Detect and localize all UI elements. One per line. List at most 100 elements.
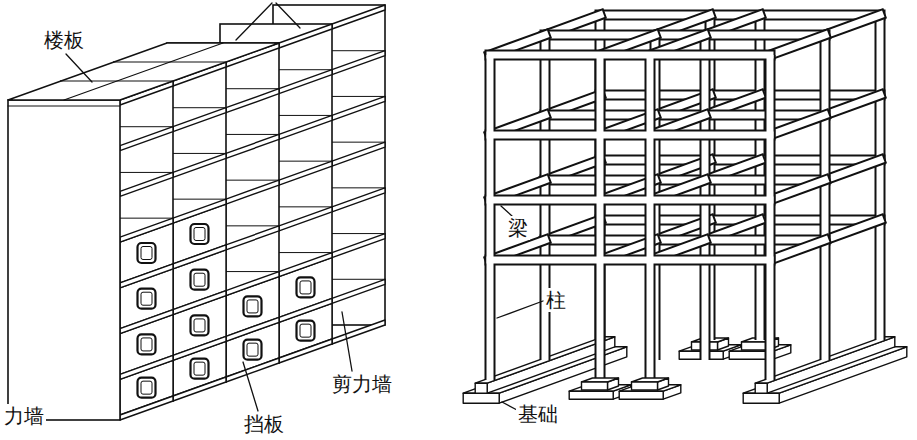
floor-slab-edge xyxy=(332,188,385,212)
footing-front xyxy=(569,391,613,399)
beam-fill xyxy=(770,180,825,200)
floor-slab-edge xyxy=(279,115,332,139)
wall-floor-line xyxy=(120,218,173,219)
wall-floor-line xyxy=(173,153,226,154)
panel-window xyxy=(138,334,156,354)
floor-slab-edge xyxy=(279,24,332,48)
footing-front xyxy=(475,383,487,393)
pad-footing-step xyxy=(582,378,619,390)
floor-slab-edge xyxy=(226,317,279,341)
wall-floor-line xyxy=(226,180,279,181)
wall-floor-line xyxy=(279,69,332,70)
floor-slab-edge xyxy=(120,310,173,334)
wall-floor-line xyxy=(226,271,279,272)
wall-floor-line xyxy=(332,96,385,97)
leader-line xyxy=(502,402,517,410)
column-fill xyxy=(597,55,604,380)
wall-floor-line xyxy=(332,142,385,143)
leader-line xyxy=(342,312,352,371)
panel-window xyxy=(138,243,156,263)
floor-slab-edge xyxy=(226,226,279,250)
floor-slab-edge xyxy=(332,320,385,344)
beam-outline xyxy=(490,255,770,266)
panel-window xyxy=(138,378,156,398)
wall-floor-line xyxy=(279,252,332,253)
wall-floor-line xyxy=(332,279,385,280)
column-fill xyxy=(487,55,494,380)
slab-joint xyxy=(64,43,223,100)
beam-outline xyxy=(770,35,825,55)
floor-slab-edge xyxy=(279,70,332,94)
panel-window xyxy=(191,315,209,335)
floor-slab-edge xyxy=(279,253,332,277)
beam-fill xyxy=(770,35,825,55)
leader-line xyxy=(236,3,272,40)
floor-slab-edge xyxy=(173,377,226,401)
floor-slab-edge xyxy=(173,291,226,315)
leader-line xyxy=(276,3,300,28)
floor-slab-edge xyxy=(332,234,385,258)
column-outline xyxy=(485,55,496,380)
beam-fill xyxy=(490,52,770,59)
panel-window xyxy=(297,277,315,297)
frame-building xyxy=(463,15,907,403)
beam-outline xyxy=(825,95,880,115)
column-fill xyxy=(767,55,774,380)
floor-slab-edge xyxy=(226,358,279,382)
floor-slab-edge xyxy=(173,336,226,360)
part-label: 力墙 xyxy=(2,404,46,428)
panel-window-inner xyxy=(194,228,205,241)
panel-window xyxy=(191,224,209,244)
beam-fill xyxy=(490,132,770,139)
floor-slab-edge xyxy=(279,339,332,363)
wall-floor-line xyxy=(120,126,173,127)
floor-slab-edge xyxy=(279,161,332,185)
beam-fill xyxy=(770,115,825,135)
beam-fill xyxy=(490,197,770,204)
floor-slab-edge xyxy=(120,264,173,288)
wall-floor-line xyxy=(173,107,226,108)
column-fill xyxy=(647,55,654,380)
floor-slab-edge xyxy=(173,199,226,223)
panel-window xyxy=(244,340,262,360)
part-label: 基础 xyxy=(516,402,560,426)
floor-slab-edge xyxy=(226,89,279,113)
floor-slab-edge xyxy=(120,355,173,379)
leader-line xyxy=(501,206,512,216)
wall-floor-line xyxy=(279,206,332,207)
slab-joint xyxy=(114,61,226,62)
wall-floor-line xyxy=(279,161,332,162)
floor-slab-edge xyxy=(120,218,173,242)
beam-fill xyxy=(490,257,770,264)
beam-outline xyxy=(490,195,770,206)
panel-window-inner xyxy=(194,319,205,332)
panel-window xyxy=(244,296,262,316)
shear-wall-building xyxy=(8,3,385,420)
floor-slab-edge xyxy=(120,127,173,151)
wall-floor-line xyxy=(332,187,385,188)
floor-slab-edge xyxy=(332,142,385,166)
floor-slab-edge xyxy=(332,96,385,120)
floor-slab-edge xyxy=(120,172,173,196)
beam-outline xyxy=(770,115,825,135)
slab-thickness xyxy=(8,106,120,107)
beam-outline xyxy=(825,15,880,35)
panel-window-inner xyxy=(141,381,152,394)
beam-outline xyxy=(825,160,880,180)
panel-window-inner xyxy=(141,338,152,351)
beam-fill xyxy=(825,160,880,180)
beam-fill xyxy=(825,220,880,240)
column-outline xyxy=(645,55,656,380)
beam-fill xyxy=(825,95,880,115)
panel-window-inner xyxy=(247,300,258,313)
wall-floor-line xyxy=(332,50,385,51)
panel-window-inner xyxy=(300,281,311,294)
panel-window xyxy=(191,270,209,290)
footing-front xyxy=(582,382,608,390)
shear-wall xyxy=(8,100,120,420)
floor-slab-edge xyxy=(279,298,332,322)
part-label: 挡板 xyxy=(242,412,286,436)
panel-window xyxy=(191,359,209,379)
beam-outline xyxy=(770,180,825,200)
